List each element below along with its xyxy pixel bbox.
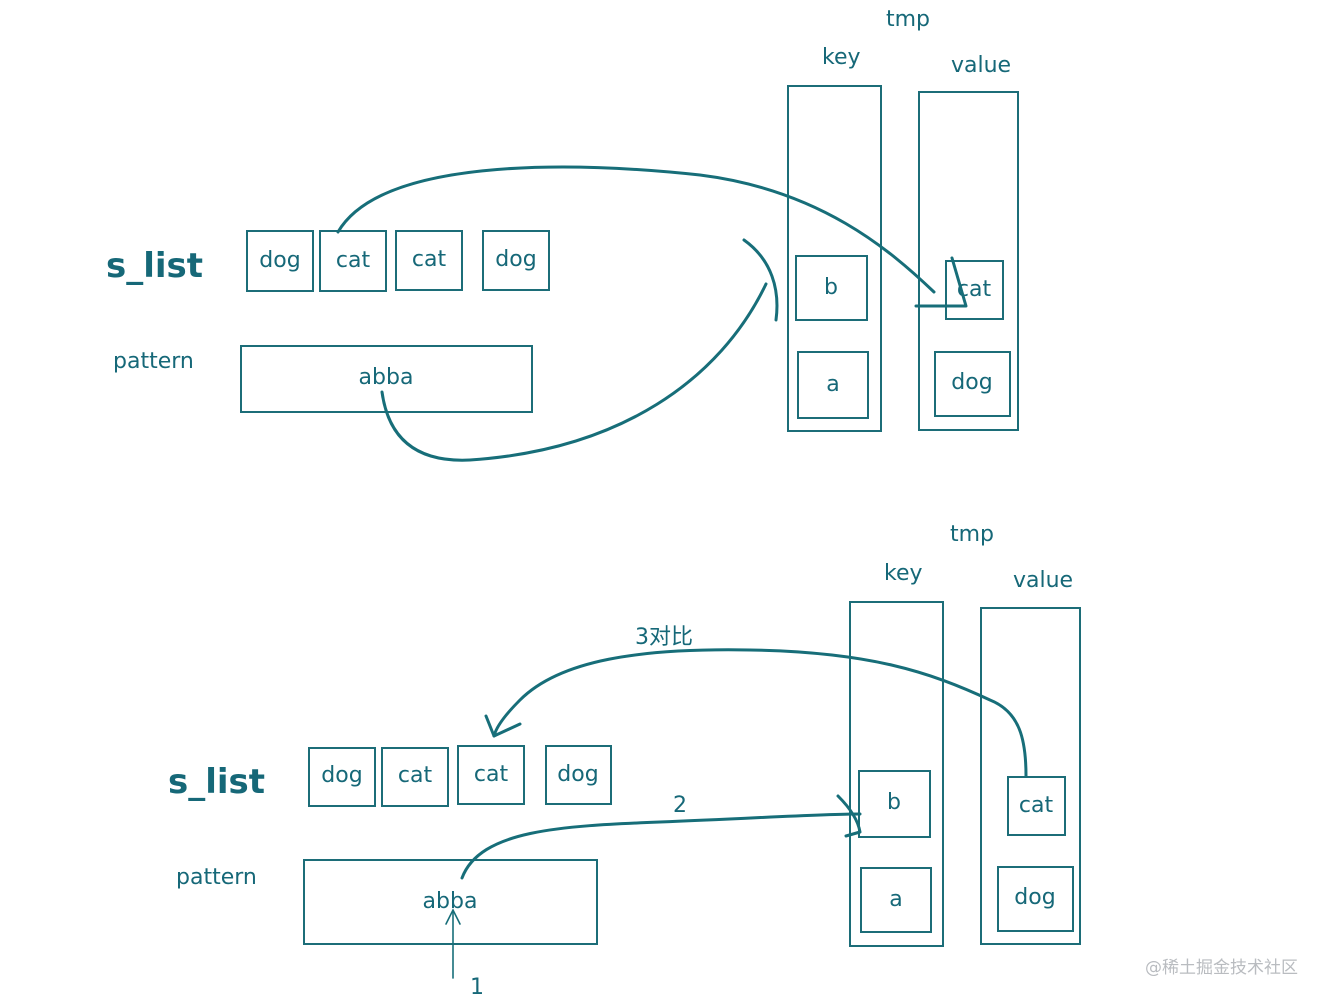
bottom-tmp-label: tmp [950,522,994,547]
bottom-value-cell-dog-text: dog [1014,885,1055,910]
top-arrow-pattern-to-key [380,282,768,462]
top-value-label: value [951,53,1011,78]
bottom-step1-label: 1 [470,975,484,1000]
bottom-s-list-cell-0 [308,747,376,807]
bottom-key-cell-b-text: b [887,790,901,815]
bottom-key-cell-a-text: a [889,887,902,912]
bottom-step3-arrowhead [484,714,522,738]
bottom-s-list-cell-3-text: dog [557,762,598,787]
bottom-pattern-label: pattern [176,865,257,890]
top-s-list-cell-1-text: cat [336,248,371,273]
top-key-cell-a-text: a [826,372,839,397]
top-pattern-text: abba [359,365,414,390]
bottom-key-column [849,601,944,947]
top-key-label: key [822,45,861,70]
bottom-key-cell-b [858,770,931,838]
top-s-list-cell-3 [482,230,550,291]
top-arrow-cat-to-value [336,165,936,294]
top-diagram: tmp key value b a cat dog s_list dog cat… [106,7,1019,462]
bottom-value-cell-dog [997,866,1074,932]
bottom-s-list-cell-1 [381,747,449,807]
top-value-cell-dog-text: dog [951,370,992,395]
bottom-pattern-text: abba [423,889,478,914]
bottom-pattern-box [303,859,598,945]
top-s-list-cell-2-text: cat [412,247,447,272]
bottom-s-list-cell-3 [545,745,612,805]
bottom-step2-label: 2 [673,793,687,818]
top-key-cell-b-text: b [824,275,838,300]
bottom-step1-arrowhead [445,908,461,925]
top-s-list-cell-0 [246,230,314,292]
bottom-value-cell-cat [1007,776,1066,836]
top-s-list-cell-3-text: dog [495,247,536,272]
bottom-key-label: key [884,561,923,586]
bottom-s-list-cell-1-text: cat [398,763,433,788]
top-key-cell-a [797,351,869,419]
top-key-cell-b [795,255,868,321]
top-pattern-label: pattern [113,349,194,374]
top-s-list-cell-1 [319,230,387,292]
top-s-list-label: s_list [106,246,203,286]
watermark-text: @稀土掘金技术社区 [1145,958,1298,978]
bottom-value-cell-cat-text: cat [1019,793,1054,818]
top-value-cell-cat [945,260,1004,320]
bottom-step3-label: 3对比 [635,625,693,650]
bottom-s-list-cell-0-text: dog [321,763,362,788]
bottom-diagram: tmp key value b a cat dog s_list dog cat… [168,522,1081,1000]
bottom-value-column [980,607,1081,945]
bottom-value-label: value [1013,568,1073,593]
top-value-cell-dog [934,351,1011,417]
bottom-s-list-label: s_list [168,762,265,802]
bottom-step3-arrow [492,648,1028,778]
top-tmp-label: tmp [886,7,930,32]
bottom-key-cell-a [860,867,932,933]
bottom-s-list-cell-2-text: cat [474,762,509,787]
bottom-s-list-cell-2 [457,745,525,805]
top-s-list-cell-2 [395,230,463,291]
top-s-list-cell-0-text: dog [259,248,300,273]
bottom-step2-arrowhead [836,794,862,838]
top-arrow-head [742,238,779,322]
bottom-step2-arrow [460,812,862,880]
top-value-column [918,91,1019,431]
top-arrow-value-hook [914,256,968,308]
top-key-column [787,85,882,432]
